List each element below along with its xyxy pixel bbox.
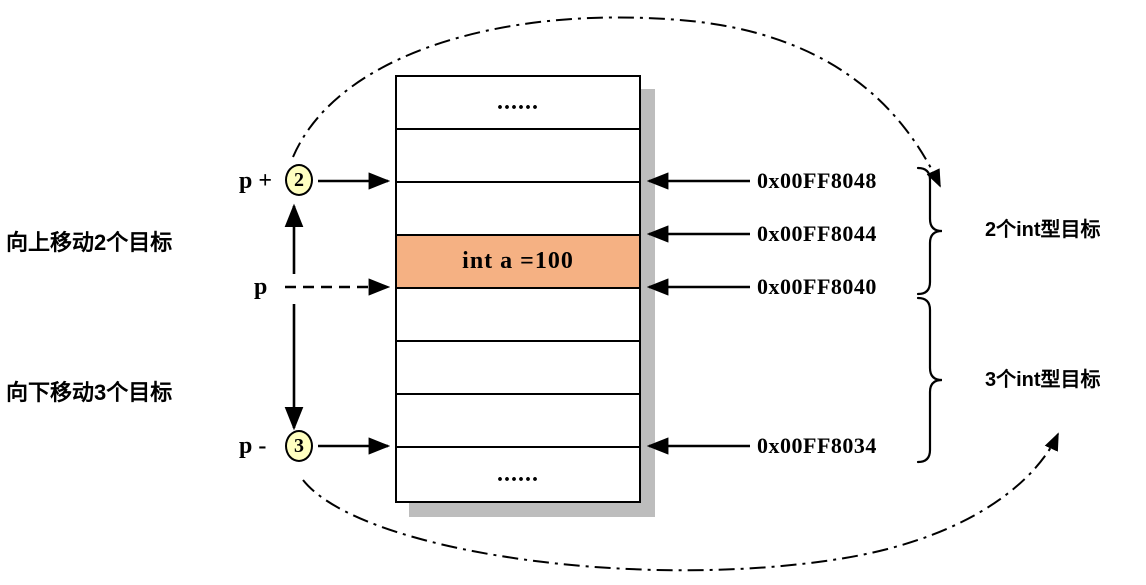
p-plus-offset-badge: 2 [285, 164, 313, 196]
memory-cell [397, 183, 639, 236]
memory-cell: ...... [397, 77, 639, 130]
address-label: 0x00FF8048 [757, 168, 877, 193]
p-plus-label: p + [239, 168, 273, 194]
address-label: 0x00FF8034 [757, 433, 877, 458]
memory-cell [397, 395, 639, 448]
memory-box: ...... int a =100 ...... [395, 75, 641, 503]
move-down-label: 向下移动3个目标 [6, 380, 173, 405]
p-label: p [254, 274, 268, 300]
p-minus-label: p - [239, 433, 267, 459]
memory-cell [397, 130, 639, 183]
memory-cell-int-a: int a =100 [397, 236, 639, 289]
brace-top [916, 166, 943, 296]
address-label: 0x00FF8044 [757, 221, 877, 246]
memory-cell [397, 342, 639, 395]
memory-cell [397, 289, 639, 342]
brace-top-label: 2个int型目标 [985, 219, 1101, 241]
p-minus-offset-badge: 3 [285, 430, 313, 462]
memory-cell: ...... [497, 461, 539, 487]
move-up-label: 向上移动2个目标 [6, 230, 173, 255]
brace-bottom [916, 296, 943, 464]
brace-bottom-label: 3个int型目标 [985, 369, 1101, 391]
address-label: 0x00FF8040 [757, 274, 877, 299]
